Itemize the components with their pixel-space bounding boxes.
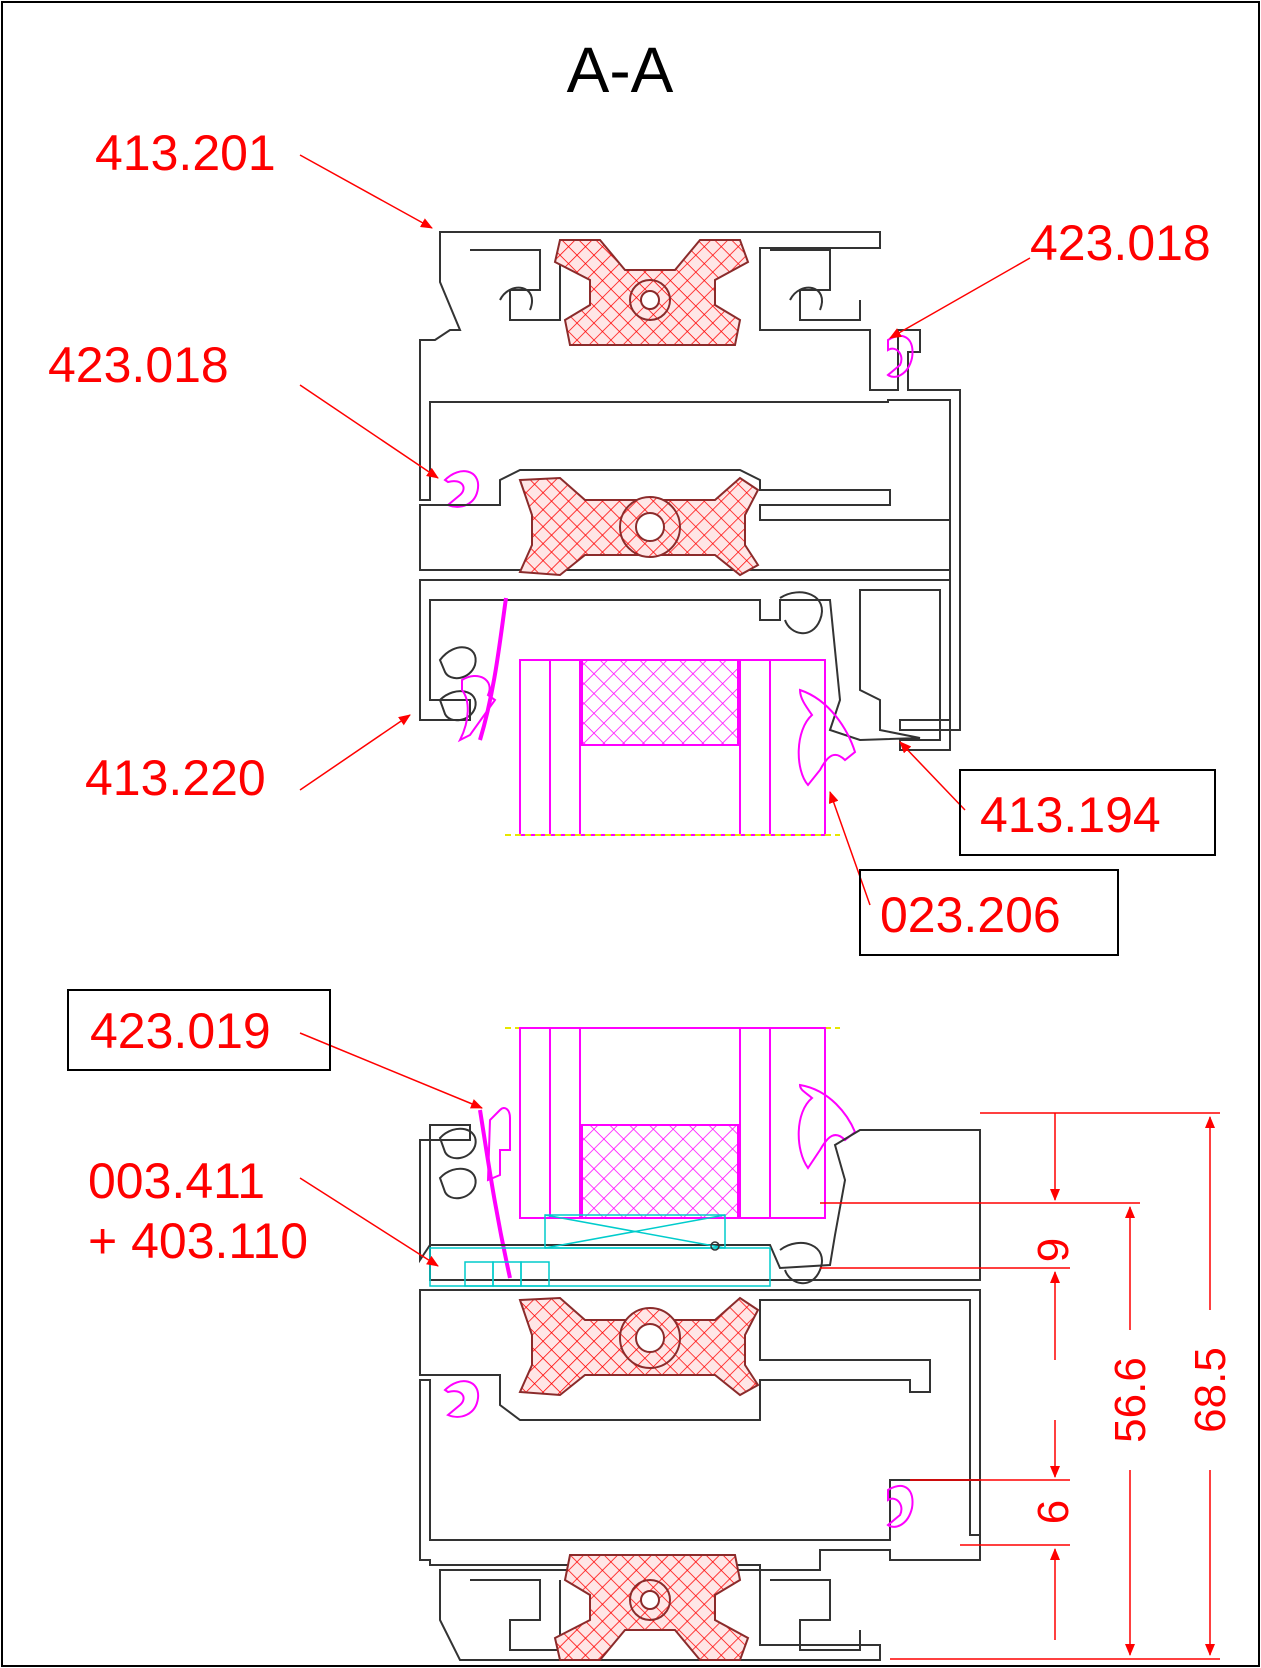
glazing-gasket-upper	[797, 688, 857, 787]
gasket-bottom-right	[886, 1485, 914, 1528]
label-423-019: 423.019	[90, 1003, 271, 1059]
gasket-left-upper	[443, 470, 480, 508]
section-title: A-A	[567, 34, 674, 106]
glazing-unit-upper	[505, 659, 840, 836]
label-413-201: 413.201	[95, 125, 276, 181]
glazing-gasket-lower	[797, 1083, 857, 1170]
dimension-68-5: 68.5	[1186, 1347, 1235, 1433]
gasket-sash	[457, 675, 497, 743]
setting-block	[429, 1214, 771, 1287]
dimension-9: 9	[1029, 1238, 1078, 1262]
lower-section	[419, 1027, 981, 1661]
label-box-413-194	[959, 769, 1216, 856]
gasket-lower-left	[486, 1107, 511, 1182]
dimension-56-6: 56.6	[1106, 1357, 1155, 1443]
sash-profile	[419, 579, 951, 751]
dimension-lines	[820, 1112, 1220, 1660]
bead-arc	[478, 597, 508, 741]
label-023-206: 023.206	[880, 887, 1061, 943]
label-box-423-019	[67, 989, 331, 1071]
label-413-220: 413.220	[85, 750, 266, 806]
label-box-023-206	[859, 869, 1119, 956]
middle-profile-lower	[419, 1289, 981, 1536]
gasket-left-lower	[443, 1380, 480, 1418]
middle-profile	[419, 469, 951, 571]
label-423-018-right: 423.018	[1030, 215, 1211, 271]
label-423-018-left: 423.018	[48, 337, 229, 393]
label-003-411: 003.411	[88, 1153, 265, 1209]
gasket-top-right	[886, 335, 914, 378]
top-frame-profile	[419, 231, 961, 731]
label-413-194: 413.194	[980, 787, 1161, 843]
upper-section	[419, 231, 961, 836]
bead-arc-lower	[478, 1109, 512, 1279]
dimension-6: 6	[1029, 1500, 1078, 1524]
sash-profile-lower	[419, 1124, 981, 1281]
glazing-unit-lower	[505, 1027, 840, 1219]
label-403-110: + 403.110	[88, 1213, 308, 1269]
